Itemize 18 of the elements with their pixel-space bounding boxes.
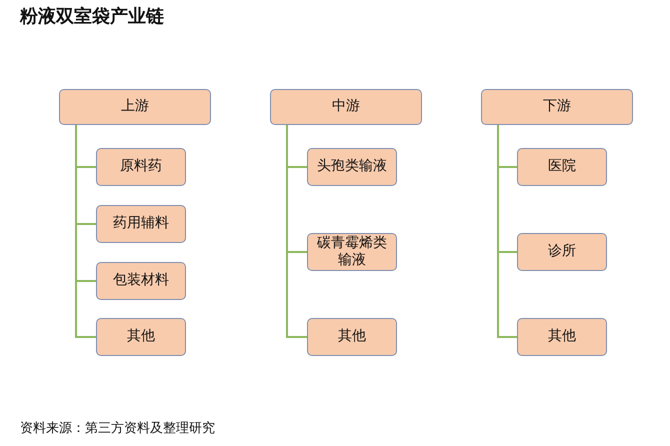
item-box: 其他 — [307, 318, 397, 356]
item-box: 原料药 — [96, 148, 186, 186]
stage-box: 上游 — [59, 89, 211, 125]
item-box: 头孢类输液 — [307, 148, 397, 186]
diagram-title: 粉液双室袋产业链 — [20, 5, 164, 28]
item-box: 碳青霉烯类输液 — [307, 233, 397, 271]
item-box: 药用辅料 — [96, 205, 186, 243]
item-box: 诊所 — [517, 233, 607, 271]
item-box: 医院 — [517, 148, 607, 186]
source-note: 资料来源：第三方资料及整理研究 — [20, 420, 215, 437]
connector-line — [286, 125, 307, 338]
item-box: 包装材料 — [96, 262, 186, 300]
connector-line — [75, 125, 96, 338]
connector-line — [497, 125, 517, 338]
stage-box: 中游 — [270, 89, 422, 125]
item-box: 其他 — [517, 318, 607, 356]
stage-box: 下游 — [481, 89, 633, 125]
item-box: 其他 — [96, 318, 186, 356]
